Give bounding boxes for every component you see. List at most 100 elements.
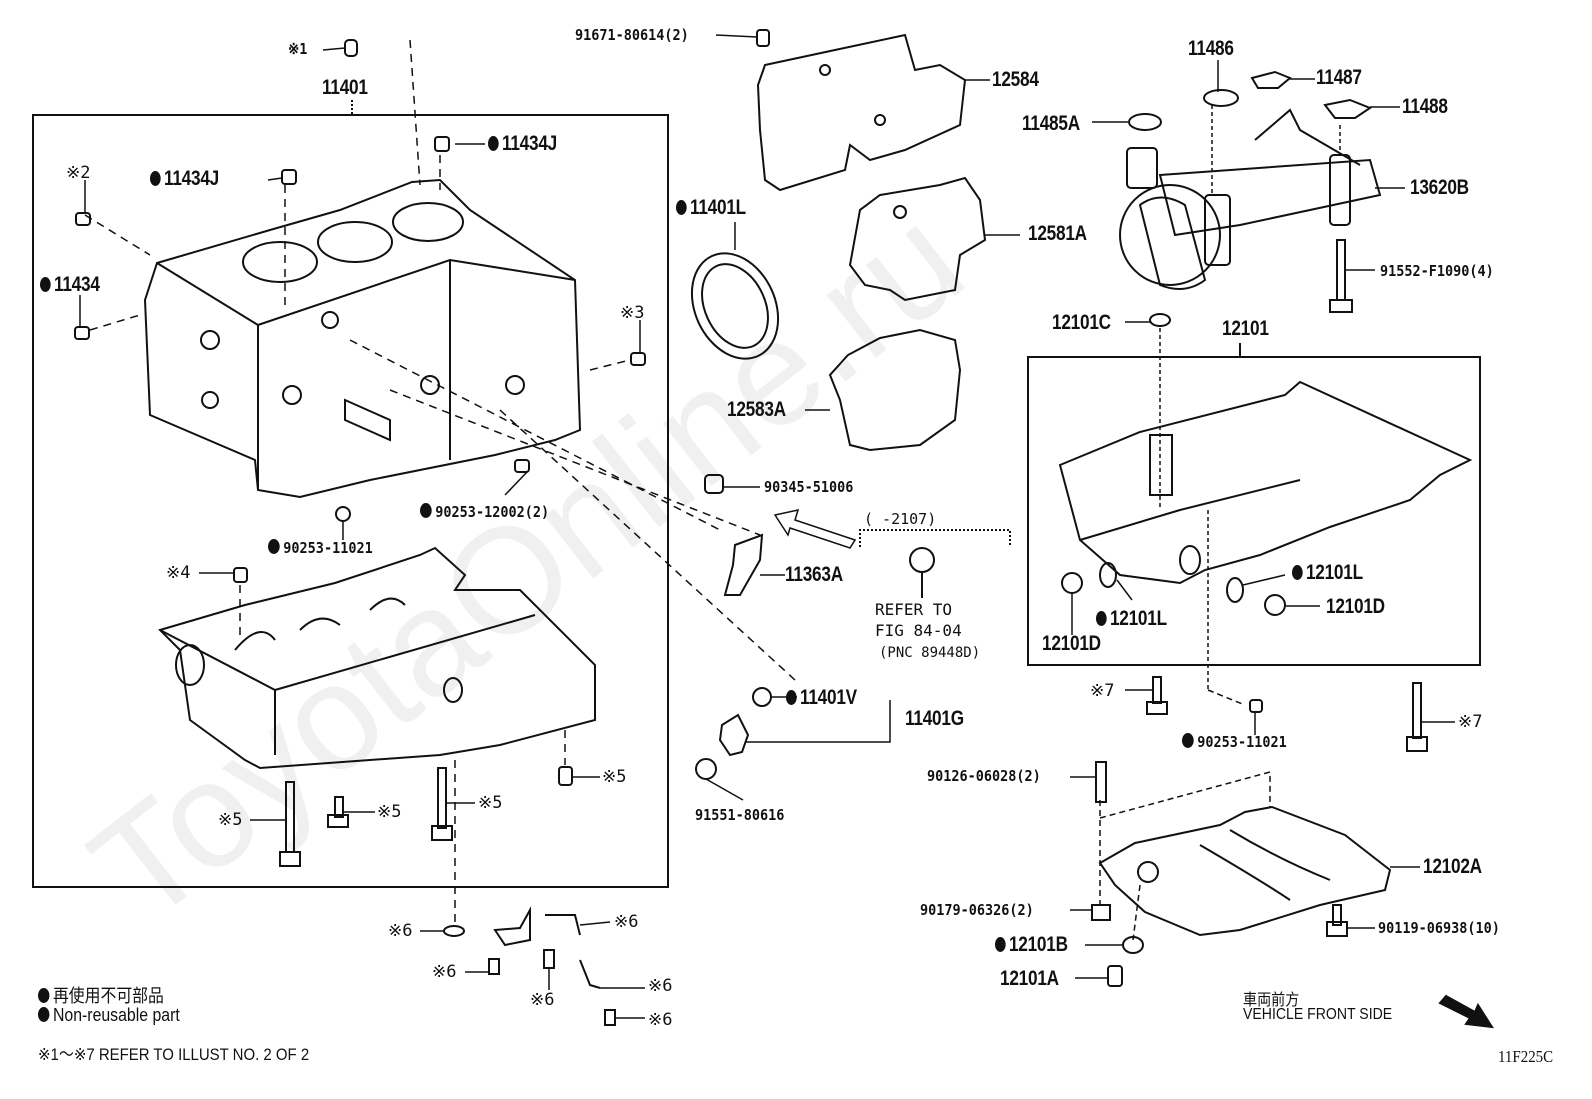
part-label[interactable]: 91551-80616 bbox=[695, 806, 785, 824]
oil-pan-group-box bbox=[1027, 356, 1481, 666]
part-label[interactable]: 12584 bbox=[992, 68, 1039, 91]
oil-pan-upper-12101 bbox=[1058, 380, 1473, 585]
timing-chain-cover-12584 bbox=[756, 33, 967, 192]
part-label[interactable]: 90119-06938(10) bbox=[1378, 919, 1500, 937]
non-reusable-marker bbox=[40, 277, 51, 292]
part-label[interactable]: 12101C bbox=[1052, 311, 1111, 334]
cylinder-block-assy-label[interactable]: 11401 bbox=[322, 76, 368, 99]
non-reusable-marker bbox=[676, 200, 687, 215]
part-label[interactable]: 90253-11021 bbox=[268, 539, 373, 557]
part-label[interactable]: 11487 bbox=[1316, 66, 1362, 89]
non-reusable-marker bbox=[1182, 733, 1194, 748]
part-label[interactable]: 11363A bbox=[785, 563, 843, 586]
oil-pressure-sensor bbox=[909, 547, 935, 598]
legend-refer-note: ※1～※7 REFER TO ILLUST NO. 2 OF 2 bbox=[38, 1045, 310, 1064]
part-label[interactable]: 12102A bbox=[1423, 855, 1482, 878]
part-label[interactable]: 91552-F1090(4) bbox=[1380, 262, 1494, 280]
part-label[interactable]: 11488 bbox=[1402, 95, 1448, 118]
non-reusable-marker bbox=[995, 937, 1006, 952]
cylinder-block-upper bbox=[143, 178, 582, 499]
part-label[interactable]: ※7 bbox=[1090, 681, 1115, 701]
legend-non-reusable-jp: 再使用不可部品 bbox=[38, 982, 164, 1008]
part-label[interactable]: ※6 bbox=[530, 990, 555, 1010]
part-label[interactable]: 11434J bbox=[488, 133, 557, 155]
figure-code: 11F225C bbox=[1498, 1047, 1554, 1066]
non-reusable-marker bbox=[488, 136, 499, 151]
part-number: 11401L bbox=[689, 196, 746, 219]
part-label[interactable]: 12583A bbox=[727, 398, 786, 421]
part-label[interactable]: ※6 bbox=[648, 976, 673, 996]
part-label[interactable]: 11434 bbox=[40, 274, 100, 296]
oil-pump-cover-12581A bbox=[848, 176, 987, 302]
bracket-11363A bbox=[723, 533, 764, 596]
part-label[interactable]: ※2 bbox=[66, 163, 91, 183]
oil-pan-assy-label[interactable]: 12101 bbox=[1222, 317, 1269, 340]
bolts-and-pins bbox=[74, 29, 1428, 1026]
part-label[interactable]: 90253-11021 bbox=[1182, 733, 1287, 751]
drain-plug-12101D-right bbox=[1264, 594, 1286, 616]
part-number: 11434J bbox=[163, 167, 219, 190]
part-number: 90253-12002(2) bbox=[435, 503, 550, 521]
non-reusable-marker bbox=[1096, 611, 1107, 626]
part-label[interactable]: 90253-12002(2) bbox=[420, 503, 549, 521]
non-reusable-marker bbox=[268, 539, 280, 554]
part-label[interactable]: 11401V bbox=[786, 687, 857, 709]
part-number: 11401V bbox=[799, 686, 857, 709]
bolt-91552-F1090 bbox=[1329, 239, 1353, 313]
part-label[interactable]: ※5 bbox=[478, 793, 503, 813]
part-label[interactable]: ※4 bbox=[166, 563, 191, 583]
part-number: 11434J bbox=[501, 132, 557, 155]
sensor-refer-line1: REFER TO bbox=[875, 600, 953, 619]
part-label[interactable]: ※3 bbox=[620, 303, 645, 323]
oil-pan-lower-12102A bbox=[1098, 805, 1392, 937]
part-label[interactable]: ※6 bbox=[388, 921, 413, 941]
part-label[interactable]: ※6 bbox=[432, 962, 457, 982]
legend-text-en: Non-reusable part bbox=[52, 1005, 180, 1025]
part-label[interactable]: ※6 bbox=[648, 1010, 673, 1030]
part-label[interactable]: ※7 bbox=[1458, 712, 1483, 732]
non-reusable-marker bbox=[1292, 565, 1303, 580]
sensor-range-bracket bbox=[859, 529, 1011, 547]
part-label[interactable]: 90126-06028(2) bbox=[927, 767, 1041, 785]
vehicle-front-arrow-icon bbox=[1438, 994, 1494, 1029]
block-dashed-leaders bbox=[84, 39, 796, 925]
gasket-12101L-left bbox=[1099, 562, 1117, 588]
part-number: 11434 bbox=[53, 273, 100, 296]
part-label[interactable]: 12101L bbox=[1096, 608, 1167, 630]
part-label[interactable]: 12101L bbox=[1292, 562, 1363, 584]
part-label[interactable]: 11485A bbox=[1022, 112, 1080, 135]
part-label[interactable]: 90345-51006 bbox=[764, 478, 854, 496]
part-label[interactable]: 90179-06326(2) bbox=[920, 901, 1034, 919]
part-label[interactable]: 13620B bbox=[1410, 176, 1469, 199]
part-label[interactable]: 11401L bbox=[676, 197, 746, 219]
sensor-refer-line3: (PNC 89448D) bbox=[879, 645, 981, 661]
legend-text-jp: 再使用不可部品 bbox=[52, 986, 164, 1006]
part-label[interactable]: ※5 bbox=[377, 802, 402, 822]
part-label[interactable]: 11401G bbox=[905, 707, 964, 730]
part-label[interactable]: 11486 bbox=[1188, 37, 1234, 60]
direction-arrow-outline bbox=[773, 508, 857, 549]
part-label[interactable]: 11434J bbox=[150, 168, 219, 190]
non-reusable-marker bbox=[420, 503, 432, 518]
part-label[interactable]: 12101D bbox=[1326, 595, 1385, 618]
part-label[interactable]: 12581A bbox=[1028, 222, 1087, 245]
non-reusable-marker bbox=[150, 171, 161, 186]
crankcase-lower bbox=[158, 546, 596, 770]
part-label[interactable]: ※5 bbox=[218, 810, 243, 830]
part-label[interactable]: 12101A bbox=[1000, 967, 1059, 990]
part-label[interactable]: ※6 bbox=[614, 912, 639, 932]
washers-11485-11488 bbox=[1128, 70, 1373, 131]
legend-non-reusable-en: Non-reusable part bbox=[38, 1005, 180, 1026]
part-label[interactable]: ※5 bbox=[602, 767, 627, 787]
part-label[interactable]: 12101B bbox=[995, 934, 1068, 956]
non-reusable-marker bbox=[38, 1007, 50, 1022]
solid-leaders bbox=[79, 34, 1455, 1019]
part-label[interactable]: ※1 bbox=[288, 40, 308, 58]
cover-12583A bbox=[828, 328, 962, 452]
oil-seal-11401L bbox=[690, 252, 780, 360]
sensor-refer-line2[interactable]: FIG 84-04 bbox=[875, 621, 962, 640]
gasket-12101L-right bbox=[1226, 577, 1244, 603]
part-label[interactable]: 12101D bbox=[1042, 632, 1101, 655]
part-label[interactable]: 91671-80614(2) bbox=[575, 26, 689, 44]
